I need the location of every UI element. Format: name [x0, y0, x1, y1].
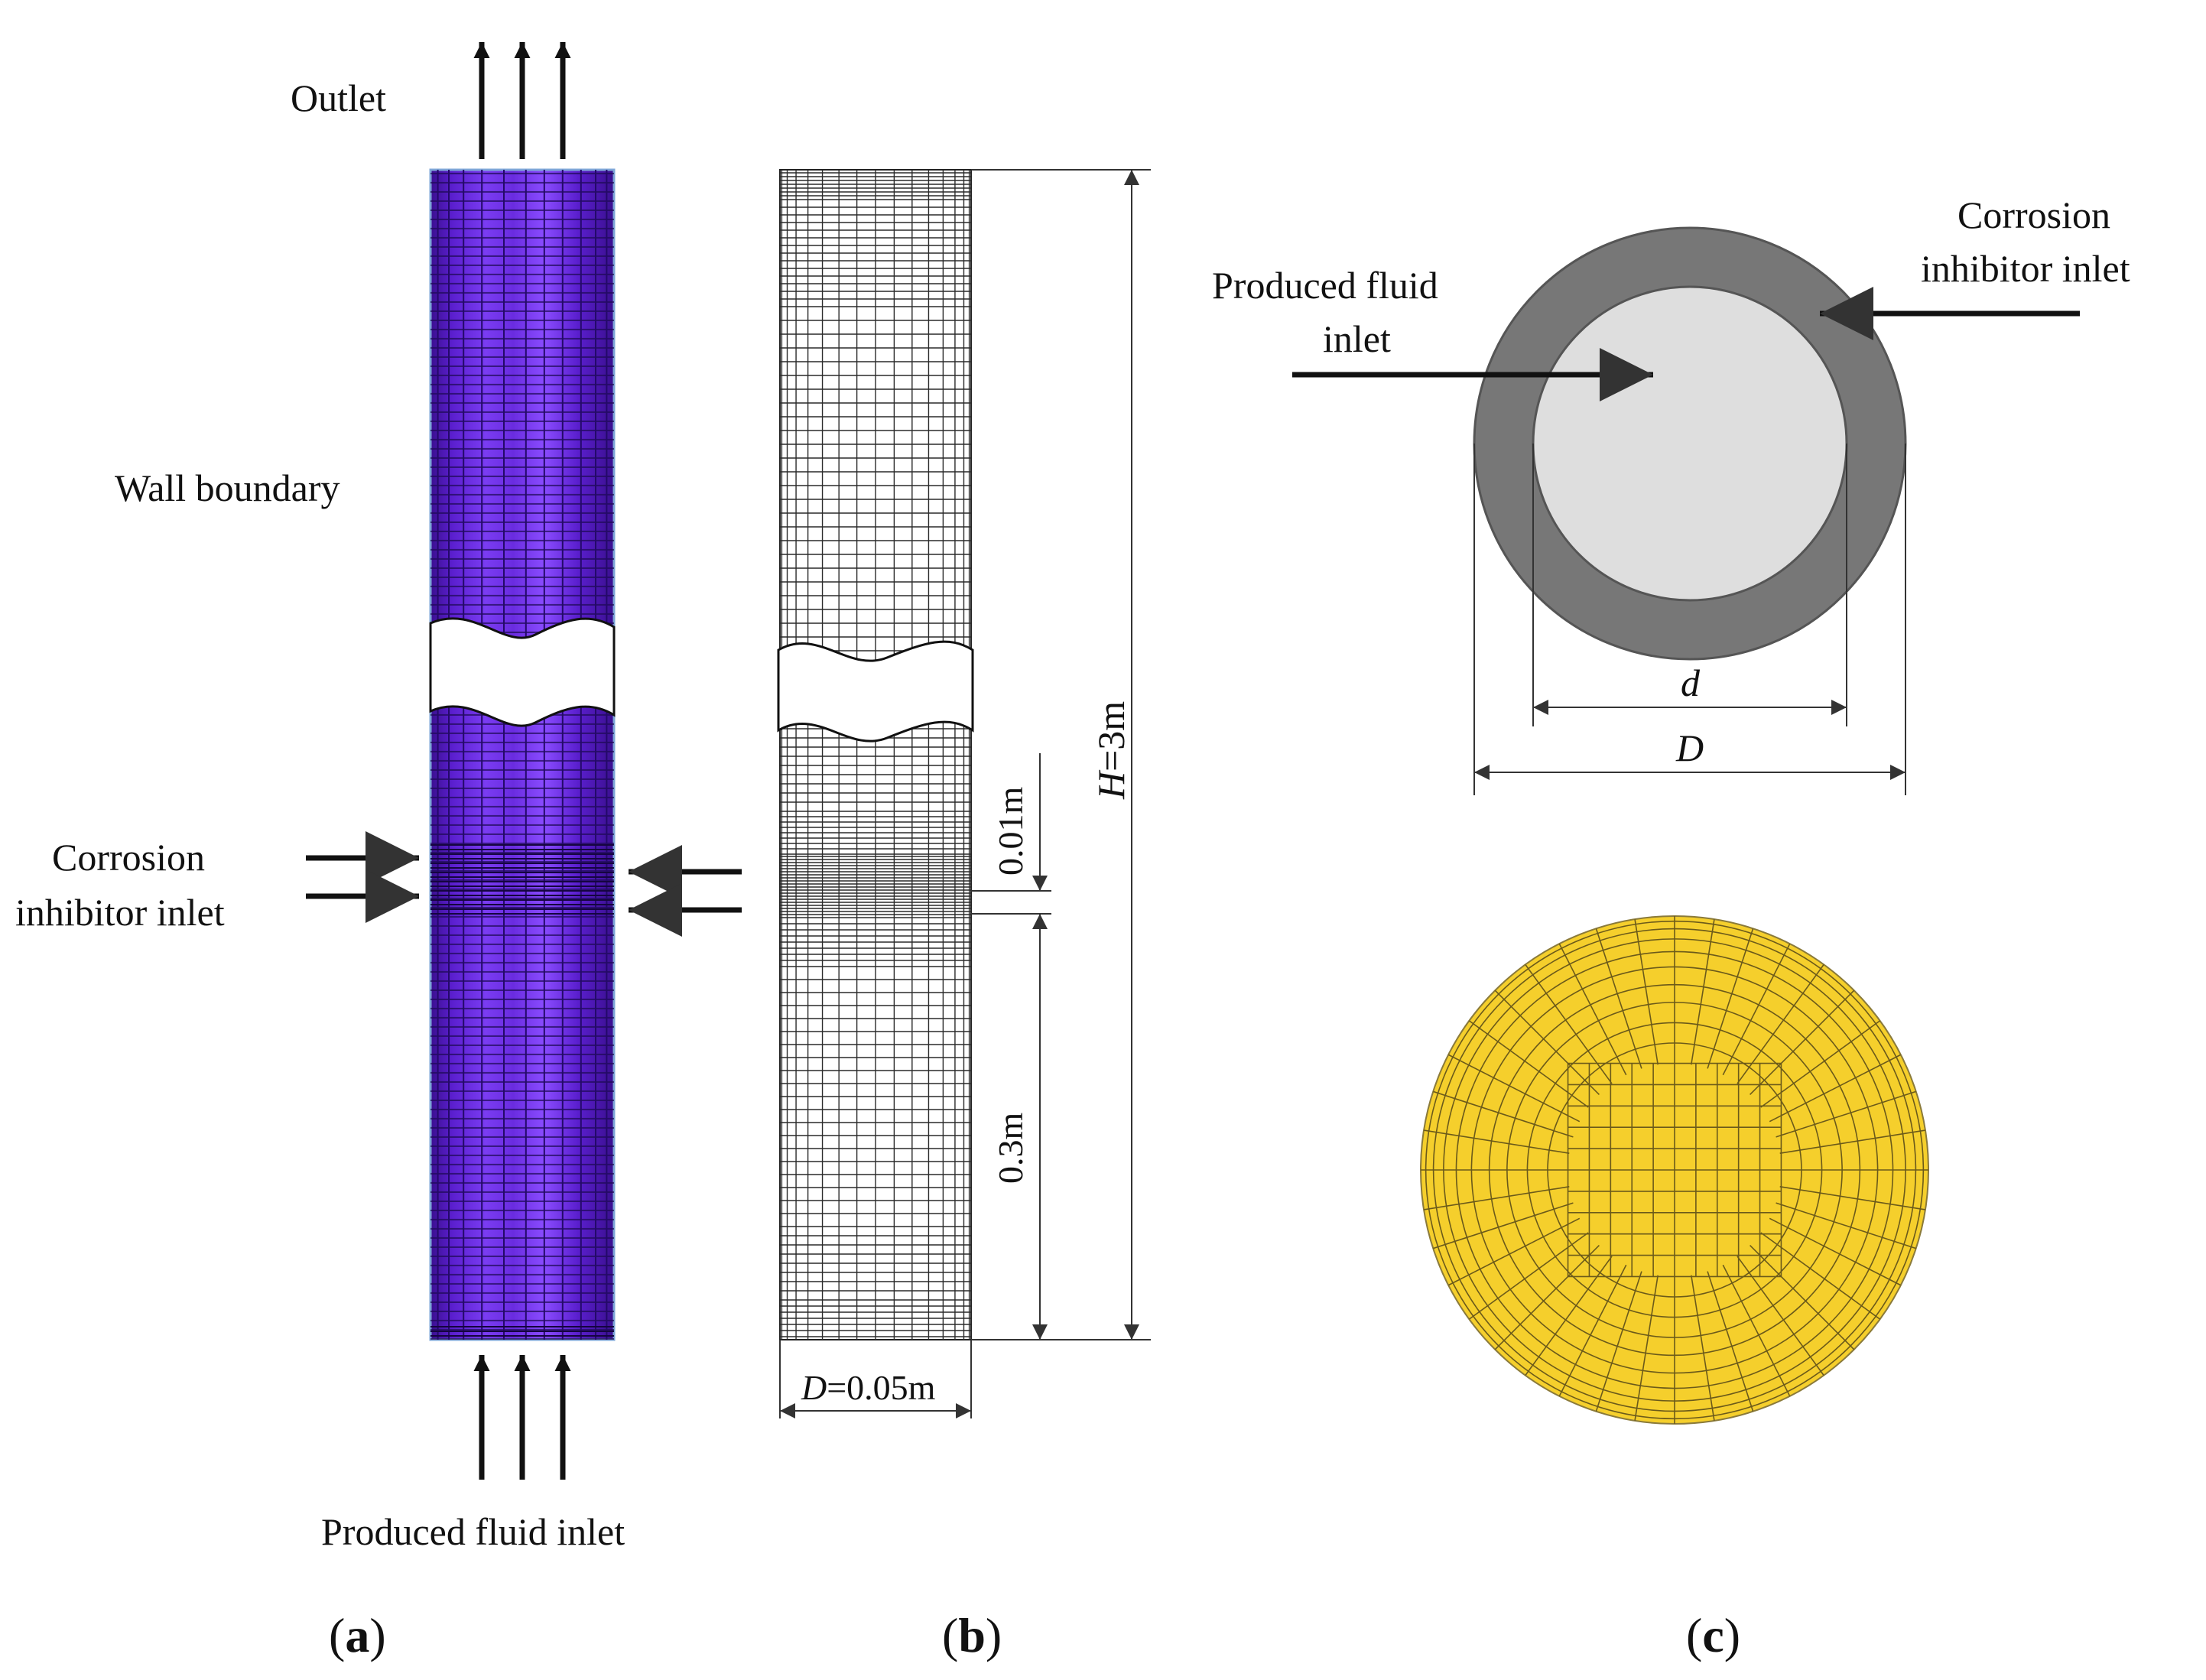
tube-mesh-columns: [437, 170, 608, 1340]
inner-core: [1532, 285, 1848, 602]
caption-b: (b): [942, 1608, 1002, 1662]
mesh-ring-line: [1425, 920, 1925, 1420]
mesh-ring-line: [1547, 1042, 1802, 1298]
produced-fluid-inlet-label: Produced fluid inlet: [321, 1510, 625, 1553]
inhibitor-arrows-left: [306, 831, 419, 923]
break-symbol-a: [429, 617, 616, 727]
caption-a: (a): [329, 1608, 386, 1662]
caption-b-letter: b: [958, 1608, 986, 1662]
mesh-spoke-line: [1447, 1054, 1581, 1123]
height-label: H=3m: [1090, 701, 1132, 800]
mesh-ring-line: [1526, 1022, 1823, 1318]
mesh-spoke-line: [1691, 1275, 1715, 1422]
wall-boundary-label: Wall boundary: [115, 466, 340, 509]
mesh-spoke-line: [1558, 943, 1627, 1076]
tube-refined-band: [430, 844, 614, 1337]
panel-a: Outlet Wall boundary Corrosion inhibitor…: [15, 42, 742, 1662]
mesh-spoke-line: [1779, 1129, 1926, 1154]
mesh-spoke-line: [1494, 1245, 1600, 1350]
mesh-spoke-line: [1722, 1264, 1791, 1397]
mesh-spoke-line: [1595, 928, 1642, 1069]
diameter-symbol: D: [801, 1368, 827, 1407]
mesh-spoke-line: [1634, 918, 1659, 1065]
panel-c: Produced fluid inlet Corrosion inhibitor…: [1212, 193, 2130, 1662]
mesh-spoke-line: [1779, 1186, 1926, 1210]
annulus-inlet-label-line1: Corrosion: [1957, 193, 2110, 236]
core-inlet-label-line2: inlet: [1323, 317, 1391, 360]
diameter-value: =0.05m: [827, 1368, 935, 1407]
mesh-ring-line: [1506, 1002, 1843, 1338]
mesh-spoke-line: [1447, 1217, 1581, 1286]
corrosion-inhibitor-label-line1: Corrosion: [52, 836, 205, 879]
outlet-label: Outlet: [291, 76, 386, 119]
mesh-spoke-line: [1776, 1202, 1916, 1249]
mesh-spoke-line: [1707, 1271, 1754, 1412]
core-inlet-label-line1: Produced fluid: [1212, 264, 1438, 307]
mesh-spoke-line: [1722, 943, 1791, 1076]
caption-c-letter: c: [1702, 1608, 1724, 1662]
outlet-arrows: [473, 42, 571, 159]
inhibitor-arrows-right: [629, 845, 742, 937]
mesh-spoke-line: [1769, 1054, 1902, 1123]
produced-fluid-inlet-arrows: [473, 1355, 571, 1480]
diameter-label: D=0.05m: [801, 1368, 936, 1407]
lower-label: 0.3m: [991, 1113, 1030, 1184]
inner-diameter-label: d: [1681, 661, 1701, 704]
mesh-spoke-line: [1494, 989, 1600, 1095]
mesh-spoke-line: [1423, 1129, 1570, 1154]
caption-c: (c): [1686, 1608, 1740, 1662]
mesh-spoke-line: [1776, 1090, 1916, 1138]
mesh-spoke-line: [1423, 1186, 1570, 1210]
mesh-spoke-line: [1595, 1271, 1642, 1412]
break-symbol-b: [777, 640, 974, 743]
mesh-ring-line: [1455, 950, 1894, 1389]
gap-label: 0.01m: [991, 787, 1030, 876]
mesh-ring-line: [1443, 938, 1906, 1402]
tube-mesh-rows: [430, 170, 614, 1340]
mesh-ring-line: [1488, 983, 1861, 1357]
mesh-spoke-line: [1691, 918, 1715, 1065]
mesh-disk-lines: [1421, 916, 1928, 1424]
mesh-spoke-line: [1634, 1275, 1659, 1422]
mesh-spoke-line: [1433, 1202, 1574, 1249]
height-symbol: H: [1090, 769, 1132, 800]
mesh-spoke-line: [1750, 1245, 1855, 1350]
mesh-ring-line: [1470, 966, 1879, 1374]
mesh-spoke-line: [1769, 1217, 1902, 1286]
caption-a-letter: a: [345, 1608, 369, 1662]
mesh-spoke-line: [1558, 1264, 1627, 1397]
mesh-spoke-line: [1707, 928, 1754, 1069]
mesh-spoke-line: [1433, 1090, 1574, 1138]
height-value: =3m: [1090, 701, 1132, 772]
mesh-spoke-line: [1750, 989, 1855, 1095]
annulus-inlet-label-line2: inhibitor inlet: [1921, 247, 2130, 290]
panel-b: H=3m 0.01m 0.3m D=0.05m (b): [777, 169, 1151, 1662]
outer-diameter-label: D: [1675, 726, 1704, 769]
mesh-ring-line: [1432, 928, 1917, 1412]
corrosion-inhibitor-label-line2: inhibitor inlet: [15, 891, 225, 934]
